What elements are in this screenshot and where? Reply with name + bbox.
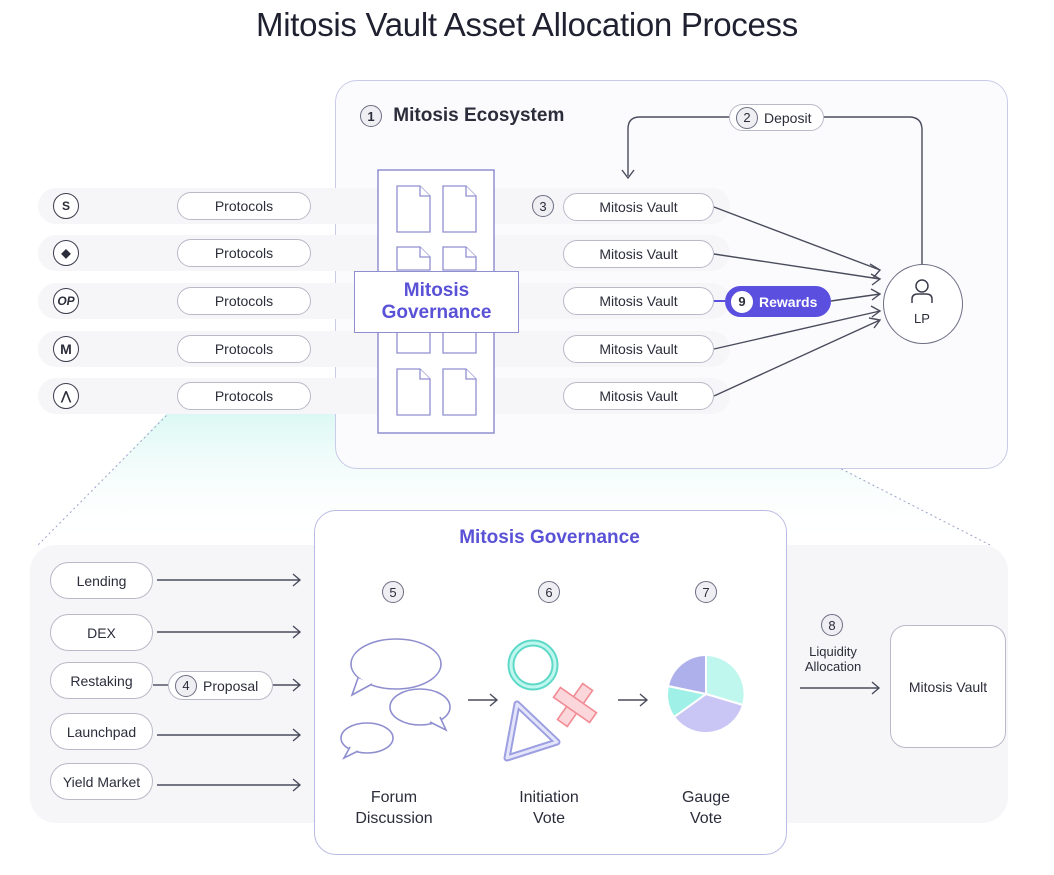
step-number: 4	[175, 674, 197, 697]
arrowhead	[870, 305, 882, 318]
arrowhead	[870, 273, 882, 286]
vault-arrow	[713, 319, 881, 397]
vault-arrow	[713, 206, 881, 271]
step-number: 5	[382, 581, 404, 603]
sonic-icon: S	[53, 193, 79, 219]
user-icon	[911, 279, 933, 303]
vault-arrow	[830, 293, 881, 302]
target-vault-box: Mitosis Vault	[890, 625, 1006, 748]
arrow	[468, 693, 499, 707]
protocols-pill: Protocols	[177, 382, 311, 410]
vault-step-number-wrap: 3	[532, 195, 554, 217]
step-number: 1	[360, 105, 382, 127]
step-8-number-wrap: 8	[821, 614, 843, 636]
protocols-pill: Protocols	[177, 239, 311, 267]
market-pill-lending: Lending	[50, 562, 153, 599]
liquidity-allocation-label: Liquidity Allocation	[793, 644, 873, 674]
arrow	[157, 625, 302, 639]
page-title: Mitosis Vault Asset Allocation Process	[256, 6, 798, 43]
step-7-number-wrap: 7	[695, 581, 717, 603]
arrowhead	[869, 263, 882, 279]
step-6-number-wrap: 6	[538, 581, 560, 603]
proposal-label: Proposal	[203, 677, 259, 694]
governance-panel-title: Mitosis Governance	[459, 527, 640, 548]
ecosystem-title: 1 Mitosis Ecosystem	[360, 105, 564, 127]
market-pill-launchpad: Launchpad	[50, 713, 153, 750]
deposit-arrowhead	[621, 169, 635, 180]
mitosis-vault-pill: Mitosis Vault	[563, 287, 714, 315]
arrow	[273, 678, 302, 692]
market-pill-dex: DEX	[50, 614, 153, 651]
step-number: 3	[532, 195, 554, 217]
governance-label-box: Mitosis Governance	[354, 271, 519, 333]
arrow	[800, 681, 881, 695]
ethereum-icon: ◆	[53, 240, 79, 266]
label-line: Gauge	[681, 789, 731, 806]
arrowhead	[868, 317, 882, 329]
step-number: 9	[731, 290, 753, 313]
label-line: Vote	[532, 810, 566, 827]
label-line: Liquidity	[809, 644, 857, 659]
deposit-label: Deposit	[764, 109, 812, 126]
step-number: 7	[695, 581, 717, 603]
ecosystem-label: Mitosis Ecosystem	[393, 105, 565, 127]
mitosis-vault-pill: Mitosis Vault	[563, 193, 714, 221]
label-line: Discussion	[355, 810, 433, 827]
deposit-line	[824, 116, 923, 264]
market-pill-restaking: Restaking	[50, 662, 153, 699]
arrow	[618, 693, 649, 707]
label-line: Allocation	[804, 659, 862, 674]
mitosis-vault-pill: Mitosis Vault	[563, 382, 714, 410]
zoom-line-left	[37, 411, 171, 546]
zoom-line-right	[729, 411, 991, 546]
mitosis-vault-pill: Mitosis Vault	[563, 240, 714, 268]
step-number: 8	[821, 614, 843, 636]
gauge-pie-icon	[666, 653, 746, 735]
governance-line2: Governance	[381, 302, 492, 323]
arbitrum-icon: ⋀	[53, 383, 79, 409]
protocols-pill: Protocols	[177, 192, 311, 220]
lp-label: LP	[914, 311, 930, 326]
forum-discussion-label: Forum Discussion	[338, 787, 450, 829]
arrowhead	[870, 288, 882, 301]
proposal-pill: 4 Proposal	[168, 671, 273, 700]
mantle-icon: M	[53, 336, 79, 362]
vault-arrow	[713, 310, 881, 350]
initiation-vote-label: Initiation Vote	[493, 787, 605, 829]
chat-bubbles-icon	[340, 638, 451, 760]
step-5-number-wrap: 5	[382, 581, 404, 603]
governance-line1: Mitosis	[403, 280, 470, 301]
arrow	[157, 778, 302, 792]
label-line: Forum	[370, 789, 418, 806]
optimism-icon: OP	[53, 288, 79, 314]
label-line: Initiation	[519, 789, 579, 806]
lp-node	[883, 264, 963, 344]
deposit-pill: 2 Deposit	[729, 104, 824, 131]
vote-shapes-icon	[503, 639, 598, 762]
vault-arrow	[713, 253, 881, 280]
deposit-line	[627, 116, 729, 176]
protocols-pill: Protocols	[177, 287, 311, 315]
step-number: 2	[736, 106, 758, 129]
step-number: 6	[538, 581, 560, 603]
label-line: Vote	[689, 810, 723, 827]
mitosis-vault-pill: Mitosis Vault	[563, 335, 714, 363]
market-pill-yield-market: Yield Market	[50, 763, 153, 800]
arrow	[157, 728, 302, 742]
arrow	[157, 573, 302, 587]
rewards-pill: 9 Rewards	[725, 286, 831, 317]
rewards-label: Rewards	[759, 293, 818, 310]
gauge-vote-label: Gauge Vote	[650, 787, 762, 829]
protocols-pill: Protocols	[177, 335, 311, 363]
